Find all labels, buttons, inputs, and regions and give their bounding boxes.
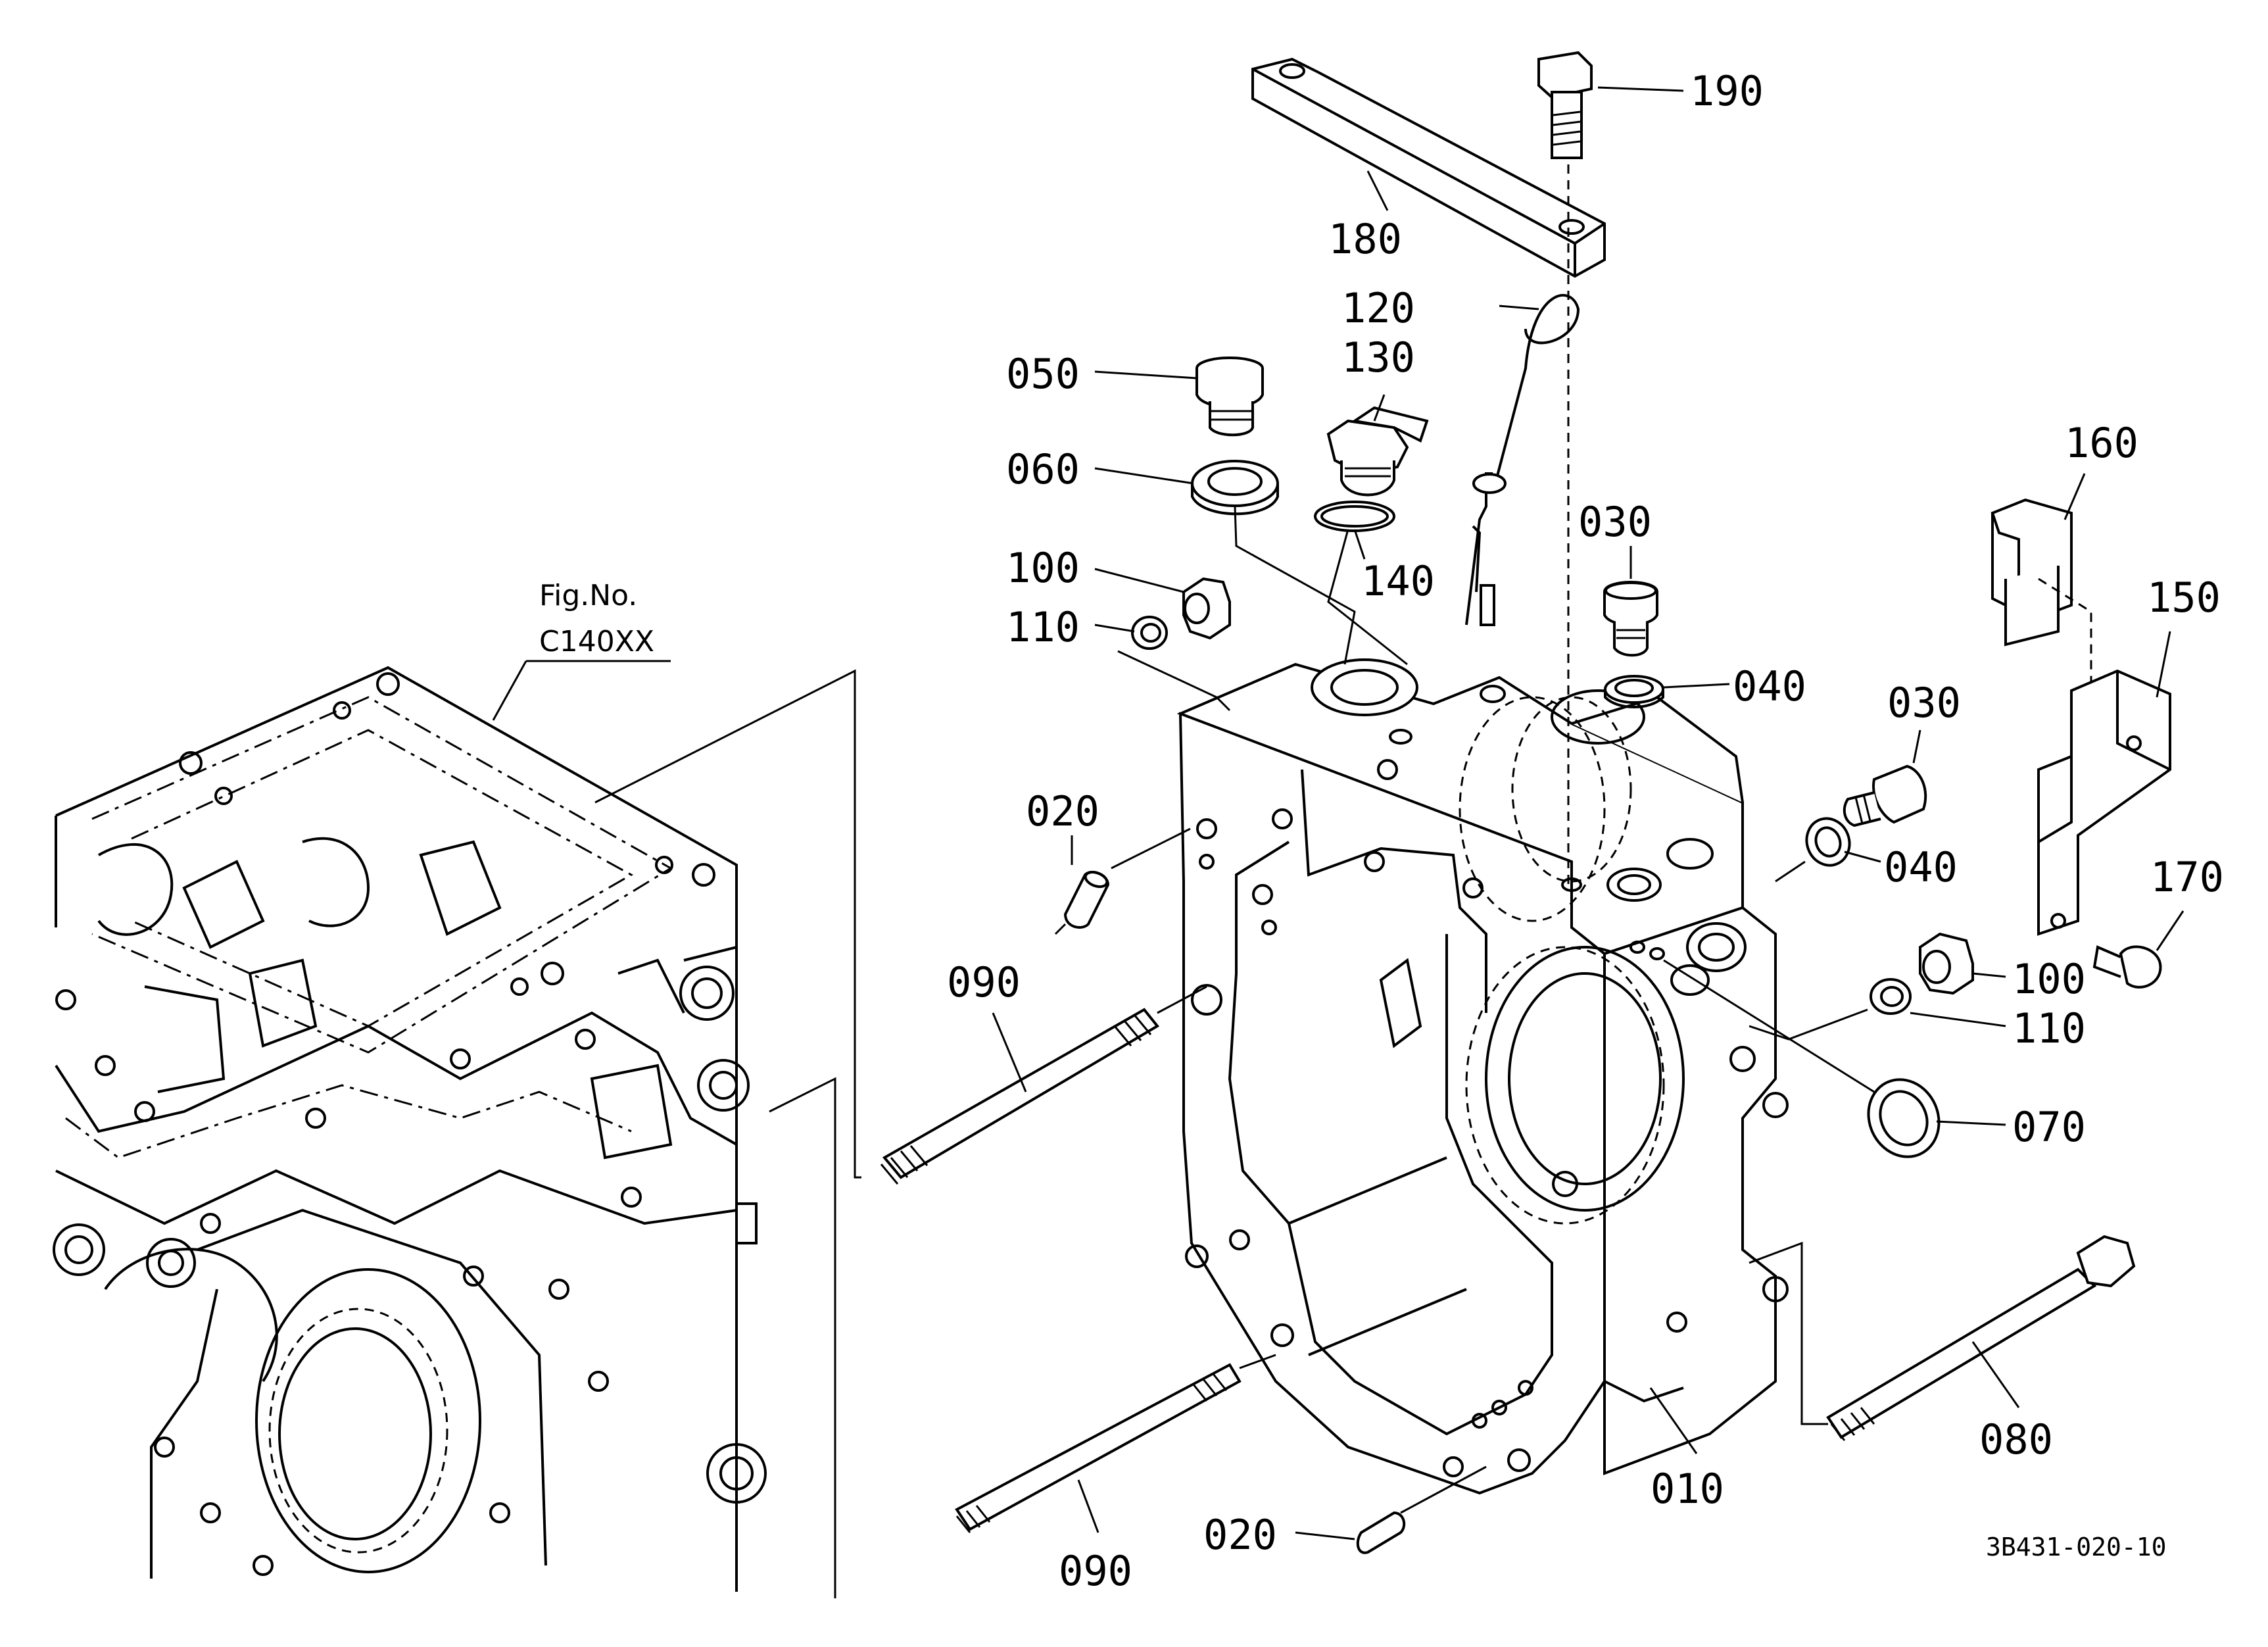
label-190: 190 xyxy=(1690,67,1764,115)
label-070: 070 xyxy=(2012,1103,2086,1151)
washer-110-upper xyxy=(1117,616,1231,712)
bolt-170 xyxy=(2092,945,2162,989)
bolt-080 xyxy=(1749,1235,2136,1441)
stud-090-lower xyxy=(955,1354,1276,1533)
dipstick-120 xyxy=(1465,293,1580,626)
dowel-pin-020-upper xyxy=(1054,827,1191,935)
figure-reference-line2: C140XX xyxy=(539,625,654,658)
label-090-upper: 090 xyxy=(947,958,1021,1006)
label-040-right: 040 xyxy=(1884,843,1958,891)
label-100-upper: 100 xyxy=(1006,544,1080,592)
lifting-bracket-180 xyxy=(1251,57,1606,278)
part-labels: 190 180 120 130 140 050 060 100 110 030 … xyxy=(947,67,2224,1595)
label-170: 170 xyxy=(2150,853,2224,901)
label-060-washer: 060 xyxy=(1006,445,1080,493)
dowel-pin-020-lower xyxy=(1356,1465,1487,1554)
figure-reference: Fig.No. C140XX xyxy=(492,579,671,721)
label-030-right: 030 xyxy=(1887,679,1961,727)
drawing-code: 3B431-020-10 xyxy=(1986,1533,2167,1561)
assembly-lines xyxy=(594,669,861,1598)
engine-block-drawing xyxy=(53,666,767,1592)
label-080: 080 xyxy=(1979,1415,2053,1463)
gasket-040-right xyxy=(1775,817,1851,883)
filler-plug-130 xyxy=(1326,406,1429,497)
label-090-lower: 090 xyxy=(1059,1547,1132,1595)
oil-seal-070 xyxy=(1663,959,1941,1158)
label-110-upper: 110 xyxy=(1006,603,1080,651)
label-020-upper: 020 xyxy=(1026,787,1099,835)
label-130: 130 xyxy=(1341,333,1415,381)
label-180: 180 xyxy=(1328,215,1402,263)
nut-100-right xyxy=(1919,932,1974,995)
plug-030-upper xyxy=(1603,581,1658,657)
label-100-right: 100 xyxy=(2012,955,2086,1003)
figure-reference-line1: Fig.No. xyxy=(539,579,637,612)
plug-050 xyxy=(1195,356,1264,437)
label-150: 150 xyxy=(2147,574,2221,622)
label-140: 140 xyxy=(1361,557,1435,605)
label-010: 010 xyxy=(1651,1465,1724,1513)
label-160: 160 xyxy=(2065,419,2138,467)
gasket-040-upper xyxy=(1604,675,1664,708)
label-050-plug: 050 xyxy=(1006,350,1080,398)
plug-030-right xyxy=(1843,764,1927,827)
label-040-upper: 040 xyxy=(1733,662,1806,710)
stud-090-upper xyxy=(880,985,1207,1185)
bracket-150 xyxy=(2037,669,2171,936)
flange-bolt-190 xyxy=(1537,51,1593,888)
nut-100-upper xyxy=(1182,577,1231,640)
label-030-upper: 030 xyxy=(1578,498,1652,546)
label-120: 120 xyxy=(1341,284,1415,332)
label-020-lower: 020 xyxy=(1203,1511,1277,1559)
label-110-right: 110 xyxy=(2012,1004,2086,1052)
housing-010 xyxy=(1176,658,1789,1495)
clip-160 xyxy=(1991,498,2118,797)
